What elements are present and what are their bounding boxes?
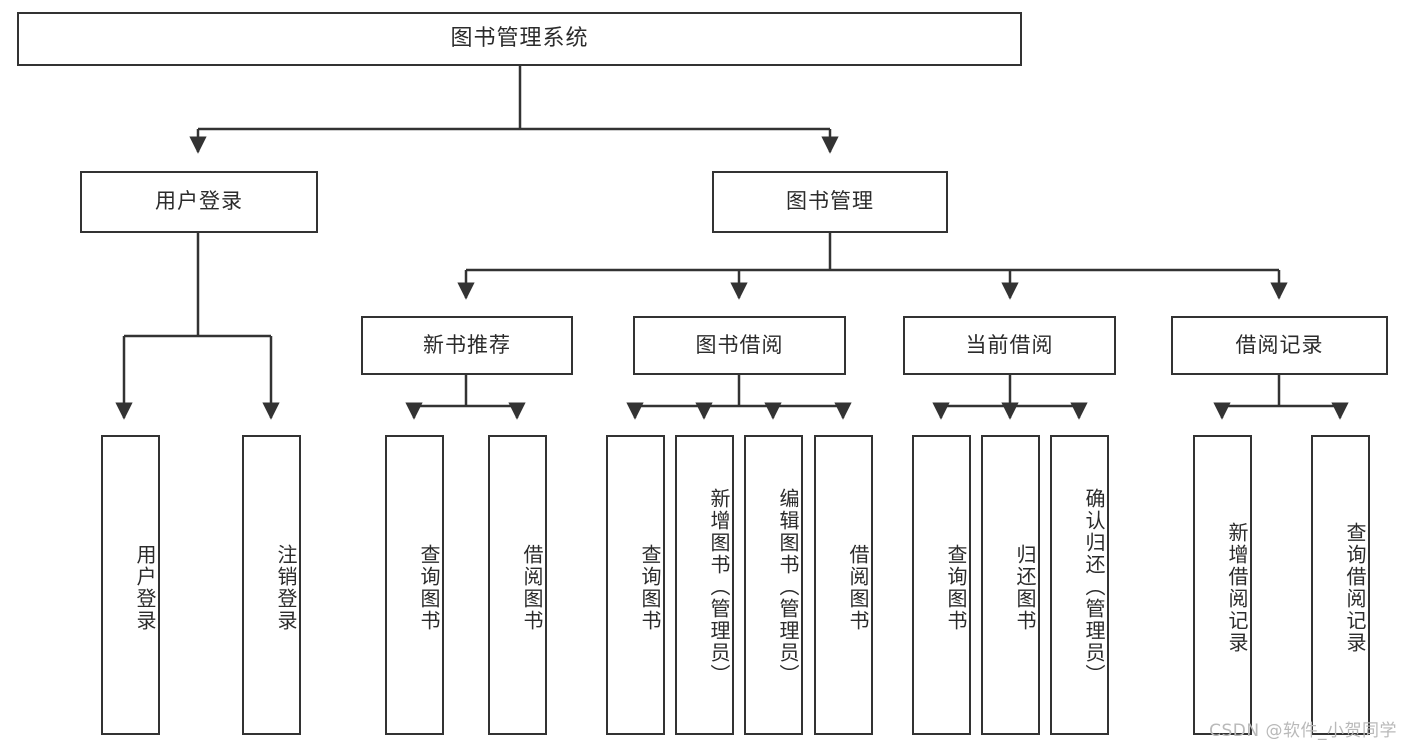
node-user-login[interactable]: 用户登录 [80, 171, 318, 233]
node-leaf-query-borrow-record[interactable]: 查询借阅记录 [1311, 435, 1370, 735]
node-label: 新书推荐 [423, 332, 511, 357]
node-leaf-add-book-admin[interactable]: 新增图书（管理员） [675, 435, 734, 735]
node-leaf-query-book-current[interactable]: 查询图书 [912, 435, 971, 735]
node-label: 查询图书 [638, 544, 662, 632]
node-book-management[interactable]: 图书管理 [712, 171, 948, 233]
node-label: 新增图书（管理员） [707, 488, 731, 686]
node-label: 用户登录 [133, 544, 157, 632]
node-borrow-record[interactable]: 借阅记录 [1171, 316, 1388, 375]
node-label: 借阅记录 [1235, 332, 1324, 357]
node-label: 用户登录 [155, 189, 243, 214]
node-label: 查询图书 [417, 544, 441, 632]
node-label: 确认归还（管理员） [1082, 488, 1106, 686]
node-leaf-edit-book-admin[interactable]: 编辑图书（管理员） [744, 435, 803, 735]
node-leaf-borrow-book-new[interactable]: 借阅图书 [488, 435, 547, 735]
node-book-borrow[interactable]: 图书借阅 [633, 316, 846, 375]
node-label: 编辑图书（管理员） [776, 488, 800, 686]
node-label: 新增借阅记录 [1225, 522, 1249, 654]
node-label: 图书管理 [786, 189, 874, 214]
node-label: 查询图书 [944, 544, 968, 632]
node-leaf-return-book[interactable]: 归还图书 [981, 435, 1040, 735]
node-new-book-recommend[interactable]: 新书推荐 [361, 316, 573, 375]
node-label: 查询借阅记录 [1343, 522, 1367, 654]
node-label: 借阅图书 [846, 544, 870, 632]
node-label: 注销登录 [274, 544, 298, 632]
node-label: 图书借阅 [695, 332, 784, 357]
node-label: 借阅图书 [520, 544, 544, 632]
node-leaf-logout[interactable]: 注销登录 [242, 435, 301, 735]
csdn-watermark: CSDN @软件_小贺同学 [1209, 721, 1397, 741]
node-label: 图书管理系统 [450, 25, 589, 51]
node-root-system[interactable]: 图书管理系统 [17, 12, 1022, 66]
node-leaf-query-book-borrow[interactable]: 查询图书 [606, 435, 665, 735]
node-current-borrow[interactable]: 当前借阅 [903, 316, 1116, 375]
node-label: 当前借阅 [965, 332, 1054, 357]
node-leaf-confirm-return-admin[interactable]: 确认归还（管理员） [1050, 435, 1109, 735]
node-leaf-borrow-book[interactable]: 借阅图书 [814, 435, 873, 735]
node-leaf-query-book-new[interactable]: 查询图书 [385, 435, 444, 735]
node-leaf-user-login[interactable]: 用户登录 [101, 435, 160, 735]
node-label: 归还图书 [1013, 544, 1037, 632]
node-leaf-add-borrow-record[interactable]: 新增借阅记录 [1193, 435, 1252, 735]
